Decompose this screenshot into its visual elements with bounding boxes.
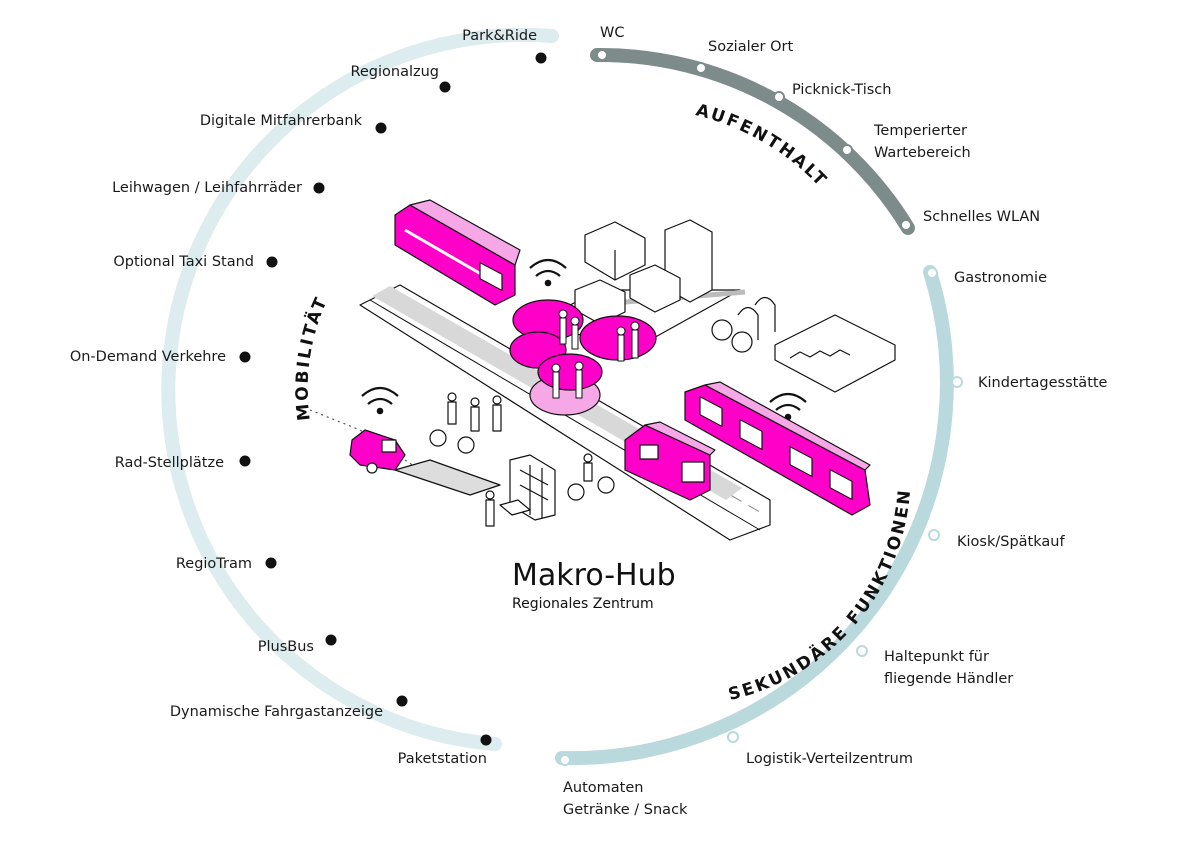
mobility-dot	[375, 122, 387, 134]
secondary-item: Getränke / Snack	[563, 802, 688, 818]
stay-list: WC Sozialer Ort Picknick-Tisch Temperier…	[596, 25, 1040, 231]
stay-dot	[596, 49, 608, 61]
secondary-item: Kiosk/Spätkauf	[957, 534, 1065, 550]
secondary-dot	[926, 267, 938, 279]
page-subtitle: Regionales Zentrum	[512, 596, 654, 612]
secondary-item: Kindertagesstätte	[978, 375, 1108, 391]
secondary-dot	[559, 754, 571, 766]
mobility-dot	[535, 52, 547, 64]
people-group	[429, 392, 615, 527]
mobility-item: Paketstation	[398, 751, 487, 767]
mobility-item: Park&Ride	[462, 28, 537, 44]
mobility-item: Leihwagen / Leihfahrräder	[112, 180, 302, 196]
ondemand-shuttle	[349, 429, 406, 474]
secondary-dot	[856, 645, 868, 657]
mobility-dot	[439, 81, 451, 93]
mobility-list: Park&Ride Regionalzug Digitale Mitfahrer…	[70, 28, 547, 767]
mobility-dot	[396, 695, 408, 707]
secondary-arc	[555, 265, 954, 766]
regional-train	[394, 199, 521, 306]
hub-illustration	[309, 199, 896, 541]
mobility-item: Regionalzug	[350, 64, 439, 80]
regio-tram	[684, 381, 871, 516]
mobility-dot	[480, 734, 492, 746]
mobility-item: Digitale Mitfahrerbank	[200, 113, 363, 129]
parcel-station	[499, 454, 556, 521]
plus-bus	[624, 421, 716, 501]
mobility-item: On-Demand Verkehre	[70, 349, 226, 365]
stay-dot	[841, 144, 853, 156]
mobility-arc	[161, 27, 559, 751]
stay-item: Schnelles WLAN	[923, 209, 1040, 225]
mobility-dot	[313, 182, 325, 194]
stay-item: Wartebereich	[874, 145, 971, 161]
buildings	[574, 219, 896, 393]
mobility-item: Dynamische Fahrgastanzeige	[170, 704, 383, 720]
wifi-icon	[529, 258, 567, 287]
stay-item: Sozialer Ort	[708, 39, 793, 55]
mobility-dot	[239, 351, 251, 363]
stay-dot	[900, 219, 912, 231]
mobility-dot	[325, 634, 337, 646]
mobility-dot	[265, 557, 277, 569]
mobility-item: RegioTram	[176, 556, 252, 572]
stay-item: Picknick-Tisch	[792, 82, 891, 98]
stay-dot	[773, 91, 785, 103]
wifi-icon	[361, 386, 399, 415]
bike-rack	[711, 296, 776, 353]
stay-item: WC	[600, 25, 624, 41]
secondary-item: Gastronomie	[954, 270, 1047, 286]
stay-dot	[695, 62, 707, 74]
mobility-dot	[239, 455, 251, 467]
hub-platform	[509, 299, 657, 416]
secondary-item: Logistik-Verteilzentrum	[746, 751, 913, 767]
secondary-item: Automaten	[563, 780, 643, 796]
secondary-dot	[727, 731, 739, 743]
secondary-dot	[928, 529, 940, 541]
mobility-item: PlusBus	[258, 639, 314, 655]
secondary-list: Gastronomie Kindertagesstätte Kiosk/Spät…	[559, 267, 1108, 818]
secondary-item: fliegende Händler	[884, 671, 1013, 687]
mobility-item: Rad-Stellplätze	[115, 455, 224, 471]
section-heading-mobility: MOBILITÄT	[293, 293, 333, 422]
mobility-item: Optional Taxi Stand	[113, 254, 254, 270]
secondary-dot	[951, 376, 963, 388]
page-title: Makro-Hub	[512, 558, 676, 593]
stay-item: Temperierter	[873, 123, 967, 139]
secondary-item: Haltepunkt für	[884, 649, 989, 665]
section-heading-stay: AUFENTHALT	[694, 100, 832, 191]
mobility-dot	[266, 256, 278, 268]
